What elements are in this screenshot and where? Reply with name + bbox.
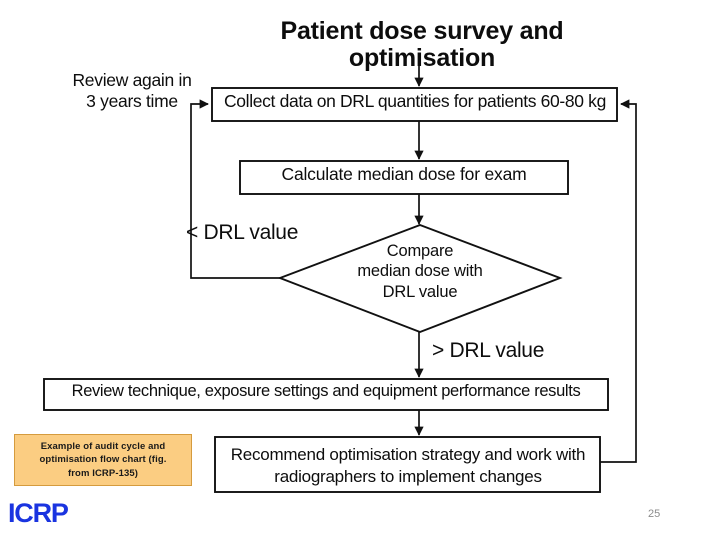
node-recommend-strategy-box xyxy=(214,436,601,493)
icrp-logo: ICRP xyxy=(8,498,70,528)
page-number: 25 xyxy=(648,508,661,520)
icrp-logo-text: ICRP xyxy=(8,498,69,528)
node-compare-decision-diamond xyxy=(277,223,563,334)
caption-callout: Example of audit cycle and optimisation … xyxy=(14,434,192,486)
node-review-technique-box xyxy=(43,378,609,411)
caption-text: Example of audit cycle and optimisation … xyxy=(39,440,167,479)
connector-compare-to-collect-loop xyxy=(190,99,280,279)
connector-recommend-to-collect-loop xyxy=(600,99,637,463)
node-calculate-median-box xyxy=(239,160,569,195)
node-collect-data-box xyxy=(211,87,618,122)
